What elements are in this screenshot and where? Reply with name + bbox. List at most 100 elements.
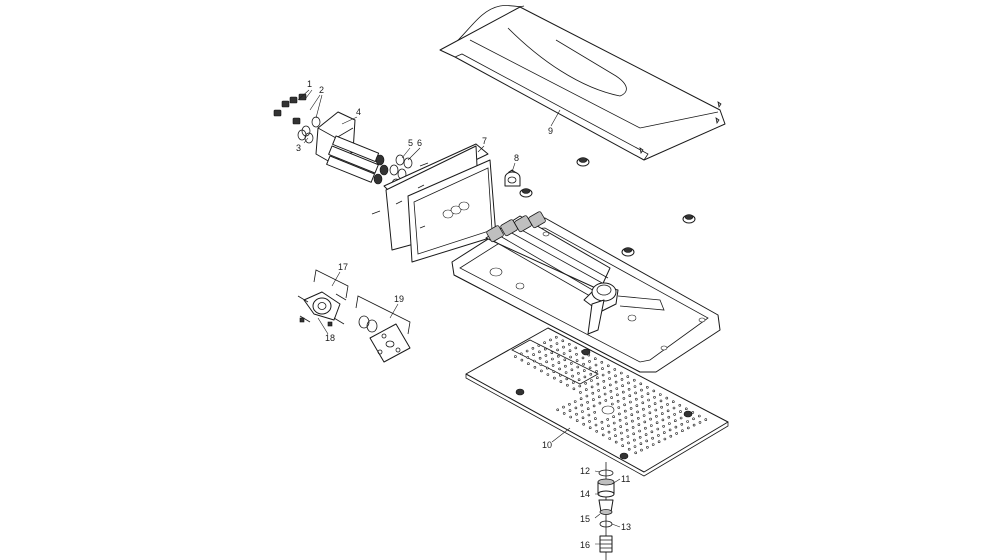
nozzle-hole bbox=[615, 387, 619, 390]
nozzle-assembly bbox=[597, 462, 615, 560]
callout-12: 12 bbox=[580, 466, 590, 476]
nozzle-hole bbox=[575, 352, 578, 356]
nozzle-hole bbox=[633, 385, 637, 388]
nozzle-hole bbox=[640, 388, 643, 392]
nozzle-hole bbox=[612, 415, 615, 419]
nozzle-hole bbox=[645, 385, 649, 389]
nozzle-hole bbox=[638, 429, 641, 433]
nozzle-hole bbox=[556, 408, 560, 412]
nozzle-hole bbox=[583, 375, 587, 379]
nozzle-hole bbox=[633, 438, 636, 442]
nozzle-hole bbox=[640, 448, 643, 452]
nozzle-hole bbox=[588, 426, 592, 430]
nozzle-hole bbox=[569, 355, 572, 359]
nozzle-hole bbox=[571, 381, 575, 384]
nozzle-hole bbox=[581, 416, 585, 420]
nozzle-hole bbox=[540, 369, 543, 373]
part-17-bracket bbox=[297, 269, 349, 325]
nozzle-hole bbox=[544, 354, 548, 357]
nozzle-hole bbox=[620, 378, 624, 381]
nozzle-hole bbox=[657, 434, 660, 437]
nozzle-hole bbox=[626, 375, 630, 378]
callout-15: 15 bbox=[580, 514, 590, 524]
nozzle-hole bbox=[525, 349, 529, 353]
nozzle-hole bbox=[614, 380, 618, 384]
nozzle-hole bbox=[646, 445, 649, 449]
callout-3: 3 bbox=[296, 143, 301, 153]
nozzle-hole bbox=[570, 368, 574, 372]
nozzle-hole bbox=[621, 390, 625, 394]
nozzle-hole bbox=[673, 413, 676, 416]
nozzle-hole bbox=[629, 400, 632, 404]
nozzle-hole bbox=[692, 417, 695, 421]
nozzle-hole bbox=[607, 370, 611, 374]
callout-10: 10 bbox=[542, 440, 552, 450]
nozzle-hole bbox=[569, 415, 573, 419]
nozzle-hole bbox=[621, 444, 625, 448]
nozzle-hole bbox=[551, 364, 555, 367]
nozzle-hole bbox=[584, 381, 587, 385]
nozzle-hole bbox=[674, 425, 678, 429]
nozzle-hole bbox=[627, 381, 630, 385]
nozzle-hole bbox=[659, 399, 663, 403]
nozzle-hole bbox=[563, 358, 567, 362]
nozzle-hole bbox=[614, 374, 617, 378]
nozzle-hole bbox=[582, 369, 586, 372]
nozzle-hole bbox=[636, 416, 640, 420]
nozzle-hole bbox=[620, 437, 624, 441]
nozzle-hole bbox=[514, 355, 517, 358]
nozzle-hole bbox=[561, 339, 565, 343]
nozzle-hole bbox=[568, 409, 572, 412]
nozzle-hole bbox=[558, 367, 561, 371]
nozzle-hole bbox=[667, 415, 671, 419]
callout-14: 14 bbox=[580, 489, 590, 499]
nozzle-hole bbox=[577, 378, 581, 382]
nozzle-hole bbox=[646, 392, 650, 396]
nozzle-hole bbox=[539, 363, 543, 366]
nozzle-hole bbox=[538, 356, 542, 360]
nozzle-hole bbox=[692, 423, 696, 427]
nozzle-hole bbox=[575, 419, 579, 422]
nozzle-hole bbox=[649, 424, 653, 427]
part-1-screws bbox=[273, 93, 307, 125]
nozzle-hole bbox=[608, 383, 612, 387]
nozzle-hole bbox=[651, 436, 654, 440]
nozzle-hole bbox=[549, 338, 552, 342]
nozzle-hole bbox=[642, 407, 645, 411]
callout-16: 16 bbox=[580, 540, 590, 550]
nozzle-hole bbox=[645, 439, 649, 443]
nozzle-hole bbox=[564, 364, 567, 368]
nozzle-hole bbox=[596, 382, 600, 386]
nozzle-hole bbox=[655, 414, 658, 418]
nozzle-hole bbox=[565, 377, 569, 381]
callout-4: 4 bbox=[356, 107, 361, 117]
nozzle-hole bbox=[590, 385, 594, 389]
nozzle-hole bbox=[614, 440, 618, 444]
nozzle-hole bbox=[624, 416, 628, 419]
nozzle-hole bbox=[595, 429, 599, 433]
nozzle-hole bbox=[607, 424, 610, 428]
nozzle-hole bbox=[558, 373, 562, 377]
nozzle-hole bbox=[632, 378, 636, 382]
nozzle-hole bbox=[626, 435, 630, 438]
nozzle-hole bbox=[625, 422, 628, 426]
nozzle-hole bbox=[643, 420, 647, 424]
nozzle-hole bbox=[556, 348, 559, 352]
nozzle-hole bbox=[588, 420, 591, 423]
nozzle-hole bbox=[681, 429, 684, 433]
nozzle-hole bbox=[641, 401, 645, 405]
part-7-control-plate bbox=[371, 143, 497, 263]
nozzle-hole bbox=[661, 418, 665, 422]
nozzle-hole bbox=[655, 421, 659, 425]
nozzle-hole bbox=[669, 434, 673, 438]
leader-lines bbox=[297, 89, 621, 545]
nozzle-hole bbox=[618, 418, 622, 422]
nozzle-hole bbox=[532, 353, 535, 356]
nozzle-hole bbox=[686, 426, 690, 430]
nozzle-hole bbox=[574, 346, 578, 350]
nozzle-hole bbox=[654, 408, 658, 412]
nozzle-hole bbox=[553, 376, 556, 380]
nozzle-hole bbox=[623, 403, 626, 407]
nozzle-hole bbox=[613, 428, 617, 431]
